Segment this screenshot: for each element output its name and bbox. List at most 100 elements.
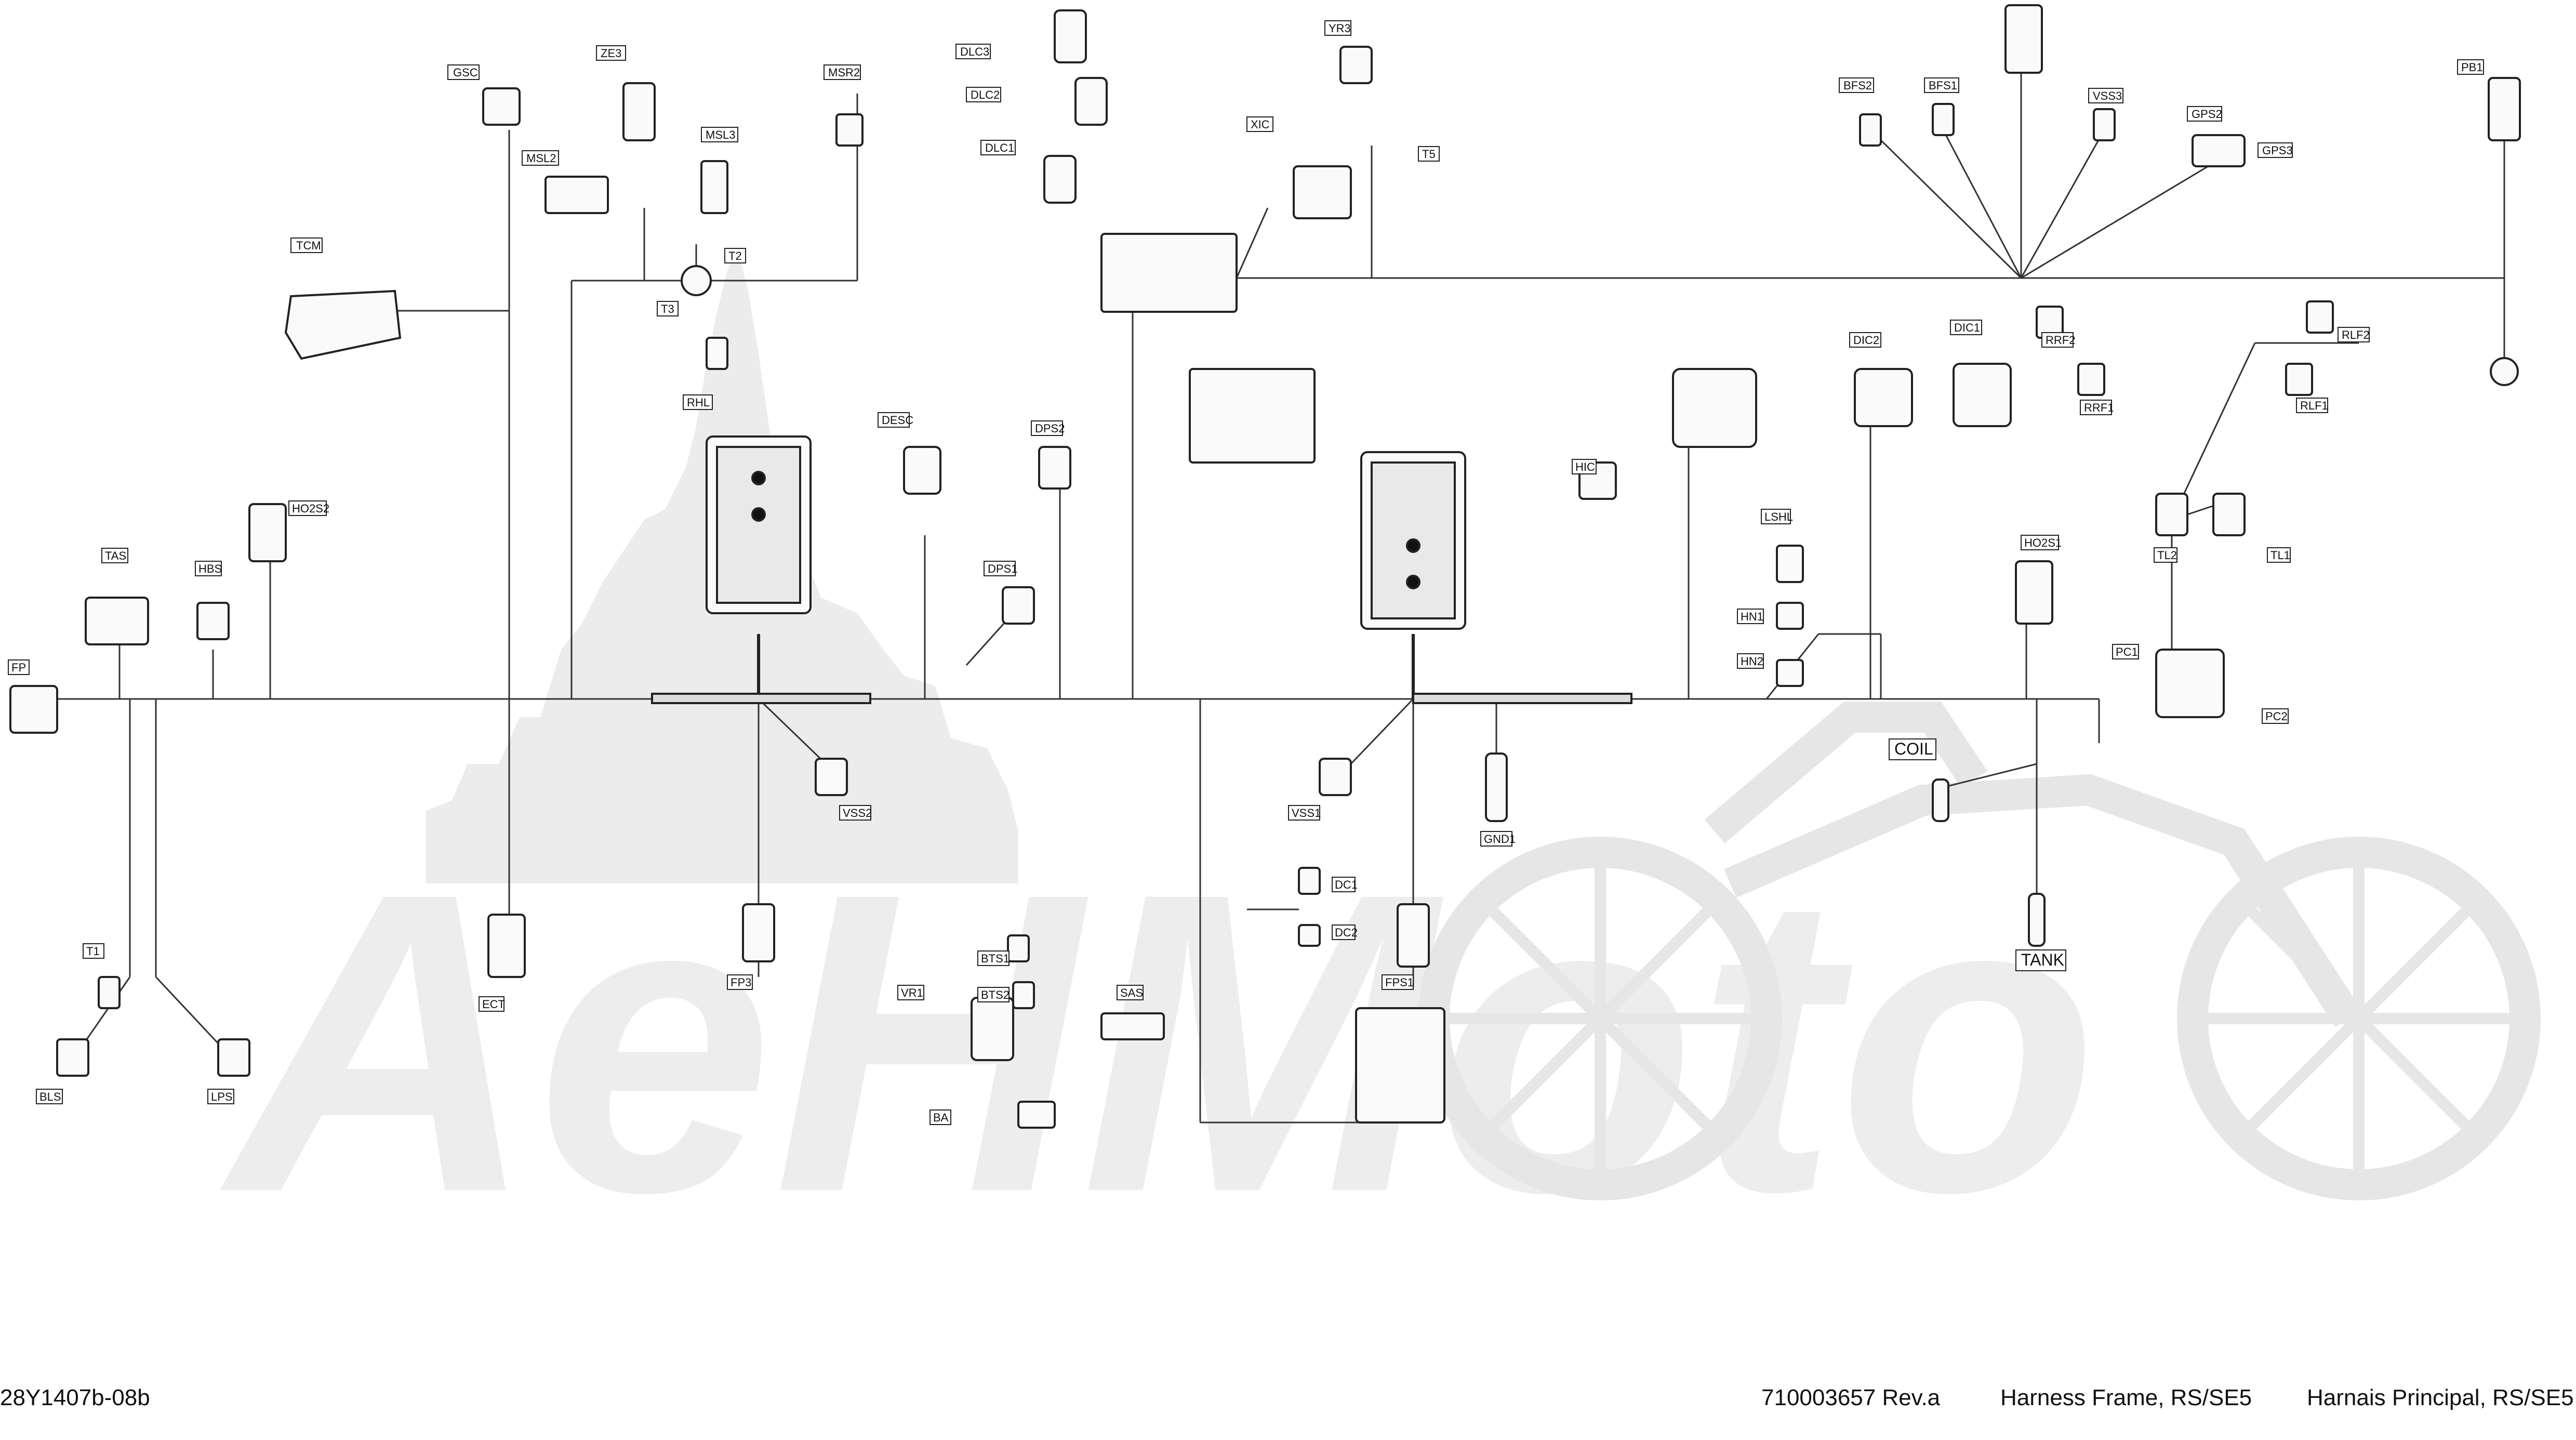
bls-connector bbox=[56, 1038, 89, 1077]
dcm-module bbox=[1672, 368, 1757, 448]
rhl-connector bbox=[706, 337, 728, 370]
svg-text:LPS: LPS bbox=[211, 1090, 233, 1103]
ba-connector bbox=[1017, 1101, 1056, 1129]
dps1-connector bbox=[1002, 586, 1035, 625]
svg-text:T1: T1 bbox=[86, 945, 100, 958]
svg-text:HN2: HN2 bbox=[1741, 655, 1763, 668]
tag-rrf2: RRF2 bbox=[2041, 332, 2075, 348]
tcm-module bbox=[284, 289, 402, 360]
svg-text:VSS1: VSS1 bbox=[1292, 807, 1321, 820]
svg-text:FP3: FP3 bbox=[731, 976, 751, 989]
vss2-connector bbox=[815, 758, 848, 796]
gsc-connector bbox=[482, 87, 521, 126]
tag-gnd1: GND1 bbox=[1480, 831, 1516, 847]
title-english: Harness Frame, RS/SE5 bbox=[2000, 1385, 2252, 1410]
msl2-connector bbox=[545, 176, 609, 214]
svg-text:TCM: TCM bbox=[296, 239, 321, 252]
hbs-connector bbox=[196, 602, 230, 640]
title-french: Harnais Principal, RS/SE5 bbox=[2307, 1385, 2574, 1410]
svg-text:GND1: GND1 bbox=[1484, 833, 1516, 845]
tas-connector bbox=[85, 597, 149, 645]
rrf1-connector bbox=[2077, 363, 2105, 396]
svg-text:YR3: YR3 bbox=[1329, 22, 1351, 35]
svg-text:FPS1: FPS1 bbox=[1385, 976, 1414, 989]
tag-hn2: HN2 bbox=[1737, 653, 1764, 669]
tag-pc1: PC1 bbox=[2112, 644, 2139, 659]
svg-text:PC2: PC2 bbox=[2265, 710, 2288, 723]
tl1-connector bbox=[2212, 493, 2246, 536]
tag-ho2s2: HO2S2 bbox=[288, 500, 329, 516]
tag-hbs: HBS bbox=[195, 561, 222, 576]
tag-tas: TAS bbox=[101, 548, 128, 563]
svg-text:RLF2: RLF2 bbox=[2342, 328, 2370, 341]
rlf2-connector bbox=[2306, 300, 2334, 334]
tag-ba: BA bbox=[930, 1109, 951, 1125]
watermark-text: AeHMoto bbox=[215, 804, 2098, 1280]
tag-gsc: GSC bbox=[447, 64, 480, 80]
connector-stems bbox=[757, 634, 1415, 699]
ho2s2-connector bbox=[248, 503, 287, 562]
t1-connector bbox=[98, 976, 121, 1009]
svg-text:GSC: GSC bbox=[453, 66, 478, 79]
tank-terminal bbox=[2028, 893, 2046, 947]
tag-desc: DESC bbox=[878, 412, 913, 428]
bfs2-connector bbox=[1859, 113, 1882, 147]
tag-xic: XIC bbox=[1246, 116, 1273, 132]
fps1-connector bbox=[1397, 903, 1430, 968]
tag-dic1: DIC1 bbox=[1950, 320, 1982, 335]
msl3-connector bbox=[700, 160, 728, 214]
tag-dlc1: DLC1 bbox=[980, 140, 1016, 155]
svg-text:HO2S2: HO2S2 bbox=[292, 502, 329, 515]
pb1-connector bbox=[2004, 4, 2043, 74]
svg-text:PB1: PB1 bbox=[2461, 61, 2483, 74]
svg-text:BFS2: BFS2 bbox=[1843, 79, 1872, 92]
svg-text:GPS3: GPS3 bbox=[2262, 144, 2293, 157]
tag-pc2: PC2 bbox=[2262, 708, 2289, 724]
fp-connector bbox=[9, 685, 58, 734]
svg-text:RLF1: RLF1 bbox=[2300, 399, 2328, 412]
svg-text:T2: T2 bbox=[728, 249, 742, 262]
tag-fps1: FPS1 bbox=[1382, 974, 1414, 990]
dc2-connector bbox=[1298, 924, 1321, 947]
svg-text:T3: T3 bbox=[661, 302, 674, 315]
pc1-connector bbox=[2155, 649, 2225, 718]
svg-text:FP: FP bbox=[11, 661, 26, 674]
tag-lps: LPS bbox=[207, 1089, 234, 1104]
svg-text:RHL: RHL bbox=[687, 396, 710, 409]
tag-bts1: BTS1 bbox=[977, 950, 1010, 966]
svg-text:DESC: DESC bbox=[882, 414, 913, 427]
ect-connector bbox=[487, 914, 526, 978]
tag-fp3: FP3 bbox=[727, 974, 753, 990]
ecm-connector-right bbox=[1360, 451, 1466, 630]
tag-t5: T5 bbox=[1418, 146, 1440, 162]
tag-dic2: DIC2 bbox=[1849, 332, 1881, 348]
tag-rlf2: RLF2 bbox=[2338, 327, 2370, 342]
vss1-connector bbox=[1319, 758, 1352, 796]
tag-rrf1: RRF1 bbox=[2080, 400, 2114, 415]
bts2-connector bbox=[1012, 981, 1035, 1009]
tag-vss3: VSS3 bbox=[2088, 88, 2123, 103]
yr3-connector bbox=[1339, 46, 1373, 84]
svg-text:ECT: ECT bbox=[482, 998, 505, 1011]
svg-text:BA: BA bbox=[933, 1111, 949, 1124]
svg-text:PC1: PC1 bbox=[2116, 645, 2138, 658]
dic2-connector bbox=[1854, 368, 1913, 427]
svg-text:TAS: TAS bbox=[105, 549, 126, 562]
svg-text:DLC3: DLC3 bbox=[960, 45, 989, 58]
bfs1-connector bbox=[1932, 103, 1955, 136]
tag-coil: COIL bbox=[1889, 738, 1936, 760]
component-tags: TCM GSC ZE3 MSL2 MSR2 MSL3 T2 T3 RHL DLC… bbox=[8, 20, 2484, 1125]
pr3-connector bbox=[2488, 77, 2521, 141]
tag-dps1: DPS1 bbox=[984, 561, 1017, 576]
t2-connector bbox=[681, 265, 712, 296]
tag-dps2: DPS2 bbox=[1031, 420, 1065, 436]
ho2s1-connector bbox=[2015, 560, 2053, 625]
tag-gps3: GPS3 bbox=[2258, 142, 2293, 158]
svg-text:BLS: BLS bbox=[39, 1090, 61, 1103]
svg-text:DPS1: DPS1 bbox=[988, 562, 1017, 575]
svg-text:VSS3: VSS3 bbox=[2093, 89, 2122, 102]
svg-text:HBS: HBS bbox=[198, 562, 222, 575]
ring-terminal bbox=[2490, 357, 2519, 386]
ze3-connector bbox=[622, 82, 656, 141]
ecm-connector-left bbox=[706, 435, 812, 614]
